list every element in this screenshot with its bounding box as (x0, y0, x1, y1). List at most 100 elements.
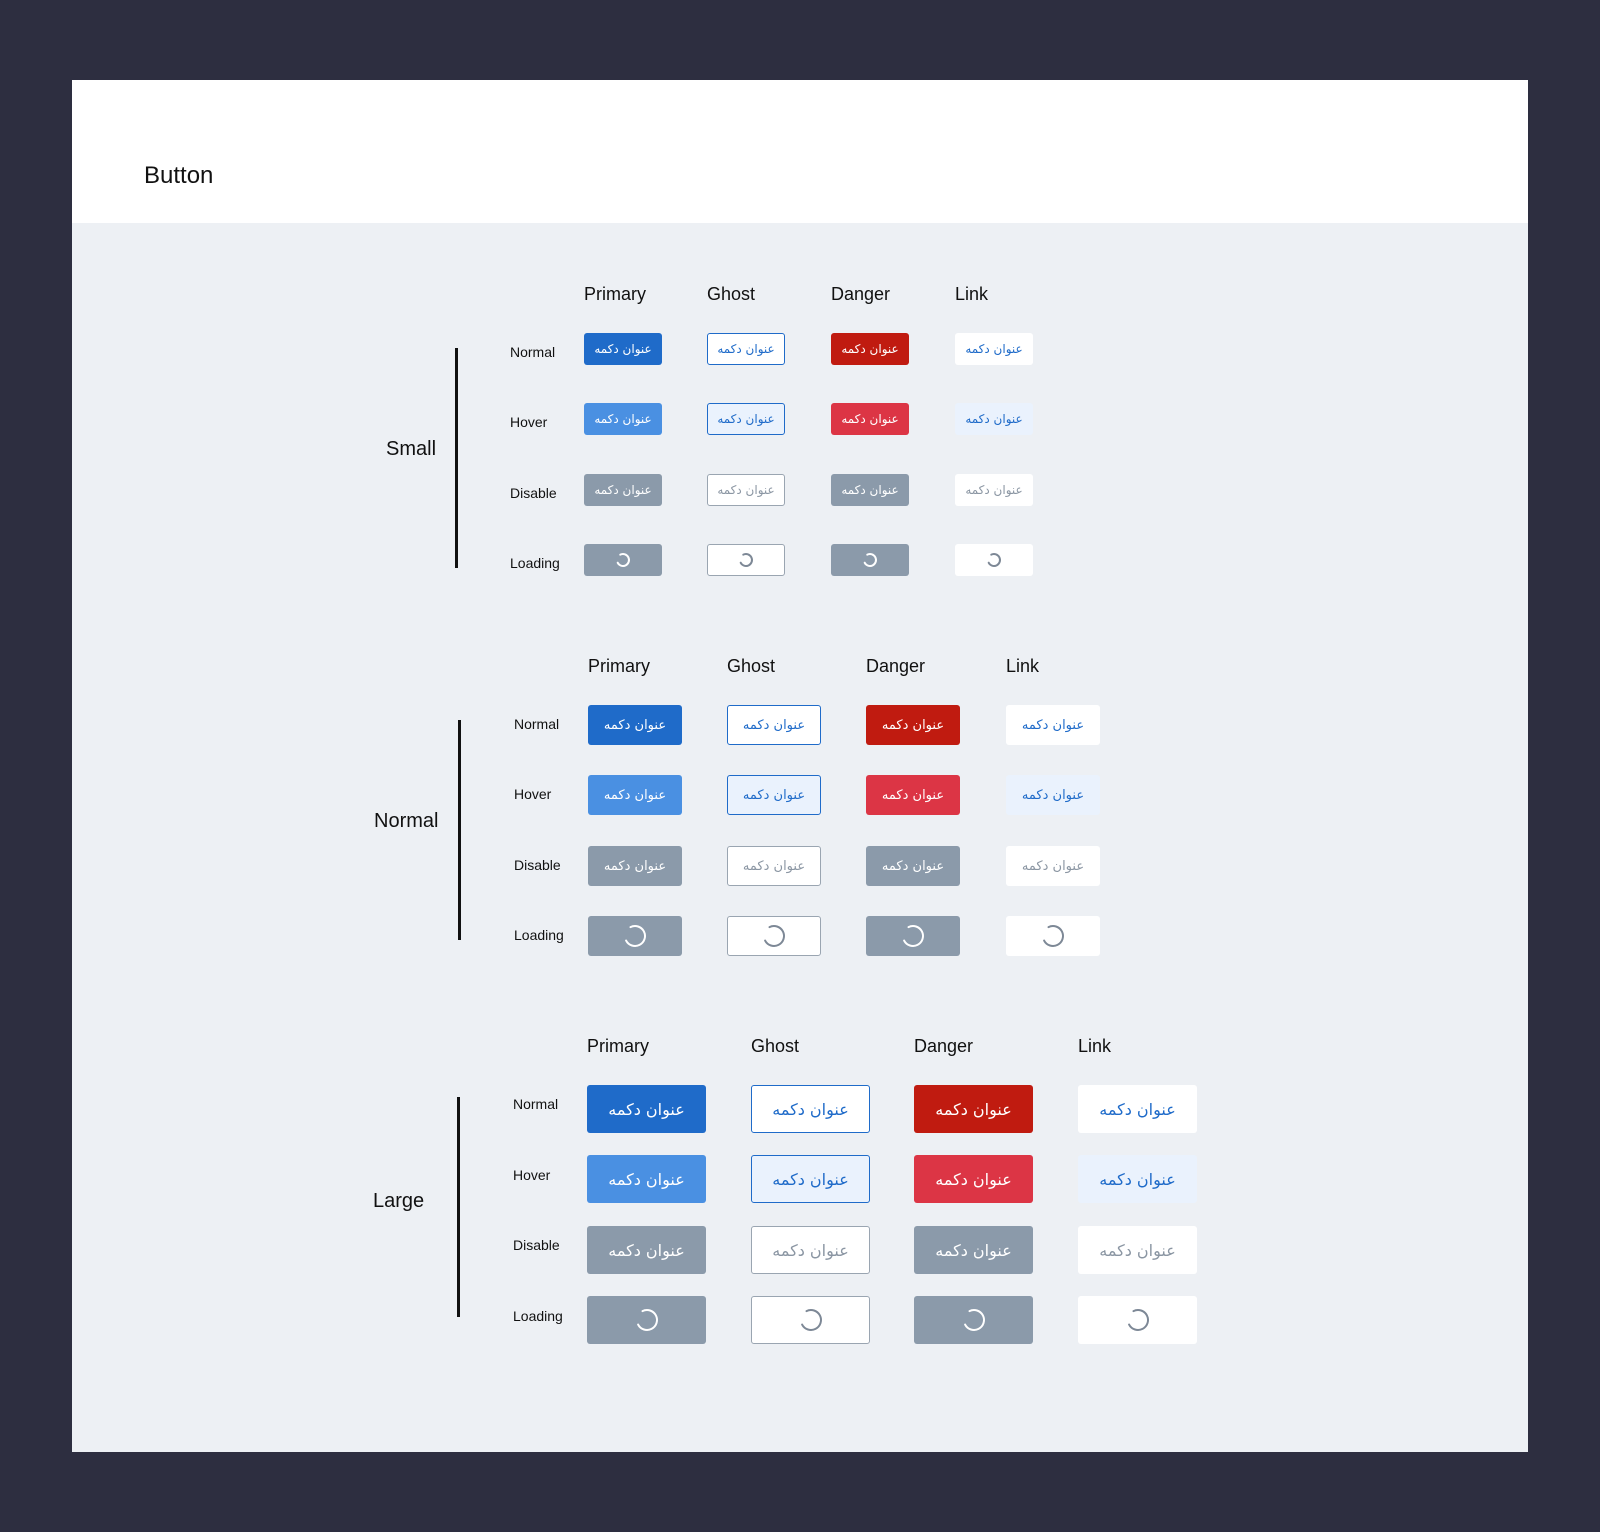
primary-button-disable: عنوان دکمه (588, 846, 682, 886)
link-button-disable: عنوان دکمه (955, 474, 1033, 506)
button-label: عنوان دکمه (717, 342, 775, 356)
primary-button-hover[interactable]: عنوان دکمه (588, 775, 682, 815)
danger-button-hover[interactable]: عنوان دکمه (914, 1155, 1033, 1203)
column-header-danger: Danger (831, 284, 891, 304)
column-header-link: Link (1078, 1036, 1112, 1056)
button-label: عنوان دکمه (881, 787, 945, 803)
page-title: Button (144, 162, 214, 189)
ghost-button-loading (751, 1296, 870, 1344)
button-label: عنوان دکمه (608, 1240, 685, 1260)
state-label-normal: Normal (514, 716, 560, 732)
link-button-normal[interactable]: عنوان دکمه (955, 333, 1033, 365)
button-label: عنوان دکمه (935, 1240, 1012, 1260)
primary-button-hover[interactable]: عنوان دکمه (584, 403, 662, 435)
danger-button-loading (866, 916, 960, 956)
size-divider (458, 720, 461, 940)
link-button-hover[interactable]: عنوان دکمه (1078, 1155, 1197, 1203)
link-button-normal[interactable]: عنوان دکمه (1006, 705, 1100, 745)
spinner-icon (1127, 1309, 1149, 1331)
link-button-hover[interactable]: عنوان دکمه (955, 403, 1033, 435)
ghost-button-normal[interactable]: عنوان دکمه (751, 1085, 870, 1133)
button-label: عنوان دکمه (841, 483, 899, 497)
spinner-icon (616, 553, 630, 567)
column-header-link: Link (1006, 656, 1040, 676)
button-label: عنوان دکمه (1021, 787, 1085, 803)
column-header-ghost: Ghost (727, 656, 776, 676)
ghost-button-disable: عنوان دکمه (751, 1226, 870, 1274)
link-button-loading (1078, 1296, 1197, 1344)
state-label-hover: Hover (513, 1167, 551, 1183)
button-label: عنوان دکمه (1099, 1240, 1176, 1260)
ghost-button-hover[interactable]: عنوان دکمه (727, 775, 821, 815)
ghost-button-loading (727, 916, 821, 956)
primary-button-loading (584, 544, 662, 576)
button-label: عنوان دکمه (594, 483, 652, 497)
state-label-disable: Disable (513, 1237, 560, 1253)
ghost-button-hover[interactable]: عنوان دکمه (751, 1155, 870, 1203)
button-label: عنوان دکمه (594, 412, 652, 426)
spinner-icon (764, 925, 785, 947)
link-button-loading (1006, 916, 1100, 956)
danger-button-disable: عنوان دکمه (866, 846, 960, 886)
size-divider (457, 1097, 460, 1317)
button-label: عنوان دکمه (841, 412, 899, 426)
link-button-normal[interactable]: عنوان دکمه (1078, 1085, 1197, 1133)
state-label-disable: Disable (514, 857, 561, 873)
button-label: عنوان دکمه (935, 1099, 1012, 1119)
spinner-icon (636, 1309, 658, 1331)
button-label: عنوان دکمه (742, 717, 806, 733)
ghost-button-hover[interactable]: عنوان دکمه (707, 403, 785, 435)
ghost-button-normal[interactable]: عنوان دکمه (727, 705, 821, 745)
button-label: عنوان دکمه (717, 483, 775, 497)
button-label: عنوان دکمه (772, 1169, 849, 1189)
button-label: عنوان دکمه (965, 412, 1023, 426)
button-label: عنوان دکمه (881, 858, 945, 874)
primary-button-normal[interactable]: عنوان دکمه (584, 333, 662, 365)
link-button-hover[interactable]: عنوان دکمه (1006, 775, 1100, 815)
page-header: Button (72, 80, 1528, 223)
column-header-primary: Primary (584, 284, 646, 304)
button-label: عنوان دکمه (742, 787, 806, 803)
spinner-icon (903, 925, 924, 947)
primary-button-normal[interactable]: عنوان دکمه (587, 1085, 706, 1133)
primary-button-hover[interactable]: عنوان دکمه (587, 1155, 706, 1203)
danger-button-hover[interactable]: عنوان دکمه (866, 775, 960, 815)
button-label: عنوان دکمه (1099, 1169, 1176, 1189)
danger-button-normal[interactable]: عنوان دکمه (866, 705, 960, 745)
primary-button-normal[interactable]: عنوان دکمه (588, 705, 682, 745)
danger-button-hover[interactable]: عنوان دکمه (831, 403, 909, 435)
button-label: عنوان دکمه (594, 342, 652, 356)
button-label: عنوان دکمه (717, 412, 775, 426)
button-label: عنوان دکمه (608, 1099, 685, 1119)
ghost-button-disable: عنوان دکمه (707, 474, 785, 506)
state-label-loading: Loading (513, 1308, 563, 1324)
link-button-disable: عنوان دکمه (1006, 846, 1100, 886)
ghost-button-loading (707, 544, 785, 576)
danger-button-disable: عنوان دکمه (914, 1226, 1033, 1274)
danger-button-normal[interactable]: عنوان دکمه (831, 333, 909, 365)
danger-button-disable: عنوان دکمه (831, 474, 909, 506)
button-label: عنوان دکمه (742, 858, 806, 874)
button-label: عنوان دکمه (603, 858, 667, 874)
link-button-loading (955, 544, 1033, 576)
danger-button-loading (831, 544, 909, 576)
ghost-button-normal[interactable]: عنوان دکمه (707, 333, 785, 365)
size-label-small: Small (386, 438, 437, 460)
state-label-normal: Normal (513, 1096, 559, 1112)
state-label-disable: Disable (510, 485, 557, 501)
state-label-hover: Hover (514, 786, 552, 802)
button-label: عنوان دکمه (1021, 717, 1085, 733)
button-label: عنوان دکمه (608, 1169, 685, 1189)
button-label: عنوان دکمه (603, 787, 667, 803)
column-header-ghost: Ghost (751, 1036, 800, 1056)
primary-button-loading (588, 916, 682, 956)
spinner-icon (1043, 925, 1064, 947)
button-label: عنوان دکمه (935, 1169, 1012, 1189)
column-header-ghost: Ghost (707, 284, 756, 304)
button-label: عنوان دکمه (772, 1099, 849, 1119)
spinner-icon (625, 925, 646, 947)
danger-button-normal[interactable]: عنوان دکمه (914, 1085, 1033, 1133)
state-label-loading: Loading (514, 927, 564, 943)
button-label: عنوان دکمه (1021, 858, 1085, 874)
column-header-primary: Primary (588, 656, 650, 676)
